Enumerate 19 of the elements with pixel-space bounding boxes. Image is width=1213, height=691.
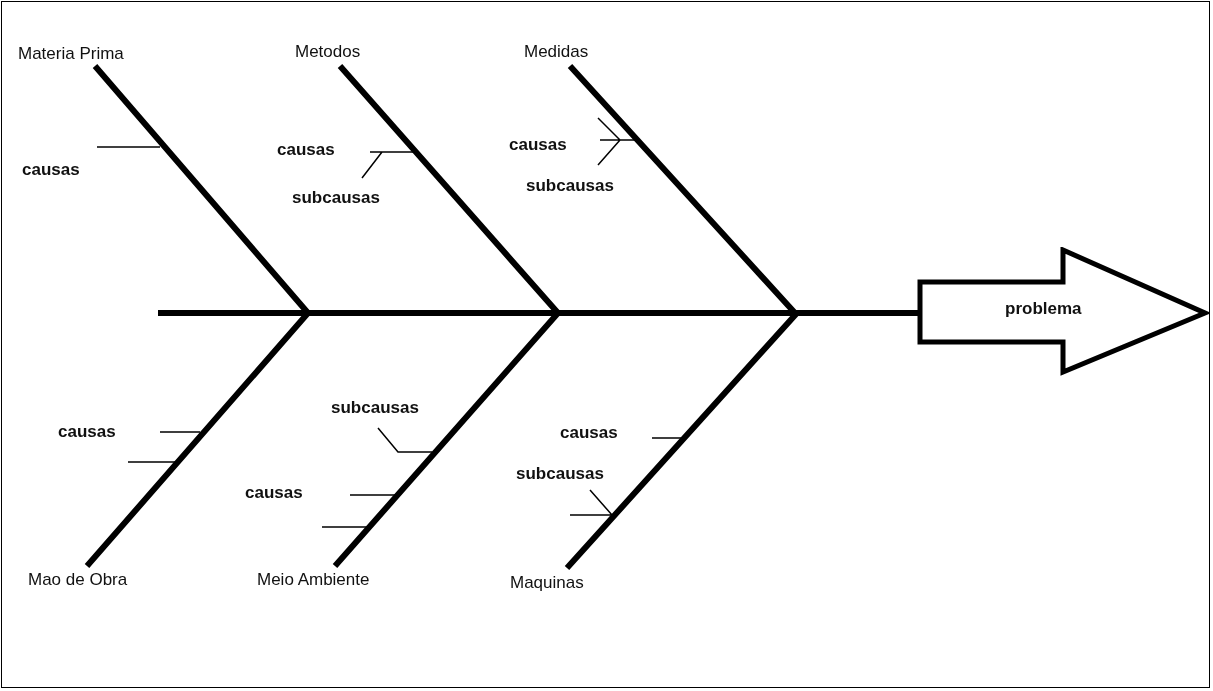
problem-label: problema (1005, 299, 1082, 319)
cause-label: causas (277, 140, 335, 160)
cause-label: causas (560, 423, 618, 443)
cause-label: causas (22, 160, 80, 180)
category-label: Meio Ambiente (257, 570, 370, 590)
cause-label: subcausas (526, 176, 614, 196)
cause-label: causas (245, 483, 303, 503)
category-label: Maquinas (510, 573, 584, 593)
cause-label: subcausas (516, 464, 604, 484)
cause-label: causas (509, 135, 567, 155)
cause-label: subcausas (292, 188, 380, 208)
category-label: Mao de Obra (28, 570, 128, 590)
category-label: Medidas (524, 42, 589, 62)
block-arrow-shape (917, 247, 1209, 377)
bone-line (564, 310, 920, 570)
cause-label: causas (58, 422, 116, 442)
cause-label: subcausas (331, 398, 419, 418)
category-label: Materia Prima (18, 44, 124, 64)
category-label: Metodos (295, 42, 361, 62)
